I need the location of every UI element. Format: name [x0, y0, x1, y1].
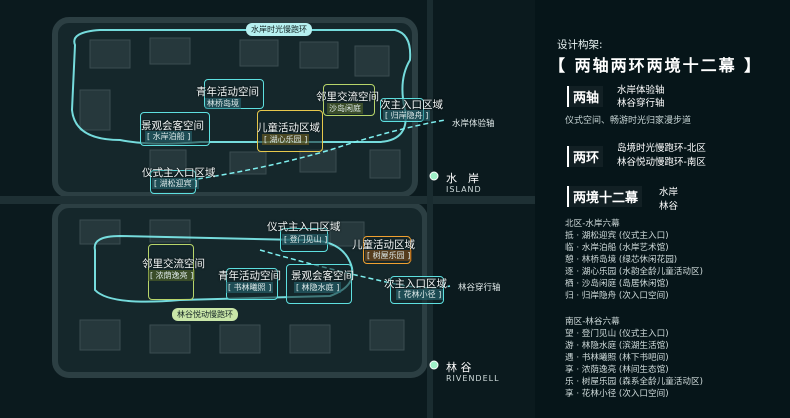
loops-line2: 林谷悦动慢跑环-南区	[617, 157, 706, 168]
zone-title-n-youth: 青年活动空间	[196, 86, 259, 98]
loops-line1: 岛境时光慢跑环-北区	[617, 143, 706, 154]
axis-label-south: 林谷穿行轴	[458, 283, 501, 293]
zone-sub-s-youth: [ 书林曦照 ]	[226, 282, 274, 293]
north-item: 归 · 归岸隐舟 (次入口空间)	[565, 291, 669, 301]
tag-axes: 两轴	[567, 86, 604, 107]
south-item: 游 · 林隐水庭 (滨湖生活馆)	[565, 341, 669, 351]
zone-title-n-child: 儿童活动区域	[257, 122, 320, 134]
north-item: 栖 · 沙岛闲庭 (岛居休闲馆)	[565, 279, 669, 289]
zone-sub-n-second: [ 归岸隐舟 ]	[383, 110, 431, 121]
station-north-en: ISLAND	[446, 185, 482, 194]
axes-line1: 水岸体验轴	[617, 85, 665, 96]
site-plan-graphic	[0, 0, 535, 418]
south-item: 遇 · 书林曦照 (林下书吧间)	[565, 353, 669, 363]
station-north-dot	[429, 171, 439, 181]
panel-heading: 设计构架:	[557, 39, 603, 51]
north-item: 抵 · 湖松迎宾 (仪式主入口)	[565, 231, 669, 241]
zone-title-s-youth: 青年活动空间	[218, 270, 281, 282]
zone-sub-n-child: [ 湖心乐园 ]	[262, 134, 310, 145]
south-item: 享 · 浓荫逸亮 (林间生态馆)	[565, 365, 669, 375]
zone-sub-n-neighbor: 沙岛闲庭	[327, 103, 363, 114]
north-item: 逐 · 湖心乐园 (水韵全龄儿童活动区)	[565, 267, 703, 277]
station-south-dot	[429, 360, 439, 370]
station-north-label: 水 岸	[446, 172, 479, 185]
zone-sub-n-youth: 林桥岛境	[205, 98, 241, 109]
zone-title-n-ceremony: 仪式主入口区域	[142, 167, 216, 179]
south-loop-label: 林谷悦动慢跑环	[172, 308, 238, 321]
realms-line1: 水岸	[659, 187, 679, 198]
north-axis-path	[189, 119, 446, 181]
zone-title-s-second: 次主入口区域	[384, 278, 447, 290]
zone-box-n-child[interactable]	[257, 110, 323, 152]
zone-sub-s-view: [ 林隐水庭 ]	[294, 282, 342, 293]
zone-title-s-child: 儿童活动区域	[352, 239, 415, 251]
zone-sub-s-ceremony: [ 登门见山 ]	[282, 234, 330, 245]
north-list-title: 北区-水岸六幕	[565, 219, 620, 229]
zone-title-s-view: 景观会客空间	[291, 270, 354, 282]
south-item: 享 · 花林小径 (次入口空间)	[565, 389, 669, 399]
zone-title-n-view: 景观会客空间	[141, 120, 204, 132]
realms-line2: 林谷	[659, 201, 679, 212]
design-panel: 设计构架: 【 两轴两环两境十二幕 】 两轴 水岸体验轴 林谷穿行轴 仪式空间、…	[535, 0, 790, 418]
axis-label-north: 水岸体验轴	[452, 119, 495, 129]
zone-title-s-neighbor: 邻里交流空间	[142, 258, 205, 270]
north-loop-label: 水岸时光慢跑环	[246, 23, 312, 36]
zone-sub-n-ceremony: [ 湖松迎宾 ]	[152, 178, 200, 189]
tag-realms: 两境十二幕	[567, 186, 643, 207]
zone-sub-s-second: [ 花林小径 ]	[396, 289, 444, 300]
zone-sub-n-view: [ 水岸泊船 ]	[145, 131, 193, 142]
axes-desc: 仪式空间、畅游时光归家漫步道	[565, 116, 692, 126]
zone-sub-s-neighbor: [ 浓荫逸亮 ]	[148, 270, 196, 281]
zone-title-s-ceremony: 仪式主入口区域	[267, 221, 341, 233]
station-south-label: 林 谷	[446, 361, 472, 374]
south-list-title: 南区-林谷六幕	[565, 317, 620, 327]
north-item: 憩 · 林桥岛境 (绿芯休闲花园)	[565, 255, 678, 265]
zone-sub-s-child: [ 树屋乐园 ]	[365, 250, 413, 261]
north-list: 北区-水岸六幕 抵 · 湖松迎宾 (仪式主入口) 临 · 水岸泊船 (水岸艺术馆…	[565, 218, 703, 302]
zone-title-n-neighbor: 邻里交流空间	[316, 91, 379, 103]
tag-loops: 两环	[567, 146, 604, 167]
station-south-en: RIVENDELL	[446, 374, 500, 383]
panel-main-title: 【 两轴两环两境十二幕 】	[549, 56, 763, 75]
north-item: 临 · 水岸泊船 (水岸艺术馆)	[565, 243, 669, 253]
axes-line2: 林谷穿行轴	[617, 98, 665, 109]
zone-title-n-second: 次主入口区域	[380, 99, 443, 111]
south-list: 南区-林谷六幕 望 · 登门见山 (仪式主入口) 游 · 林隐水庭 (滨湖生活馆…	[565, 316, 703, 400]
south-item: 望 · 登门见山 (仪式主入口)	[565, 329, 669, 339]
site-plan: 水岸时光慢跑环 林谷悦动慢跑环 青年活动空间 林桥岛境 邻里交流空间 沙岛闲庭 …	[0, 0, 535, 418]
south-item: 乐 · 树屋乐园 (森系全龄儿童活动区)	[565, 377, 703, 387]
buildings	[79, 37, 405, 354]
